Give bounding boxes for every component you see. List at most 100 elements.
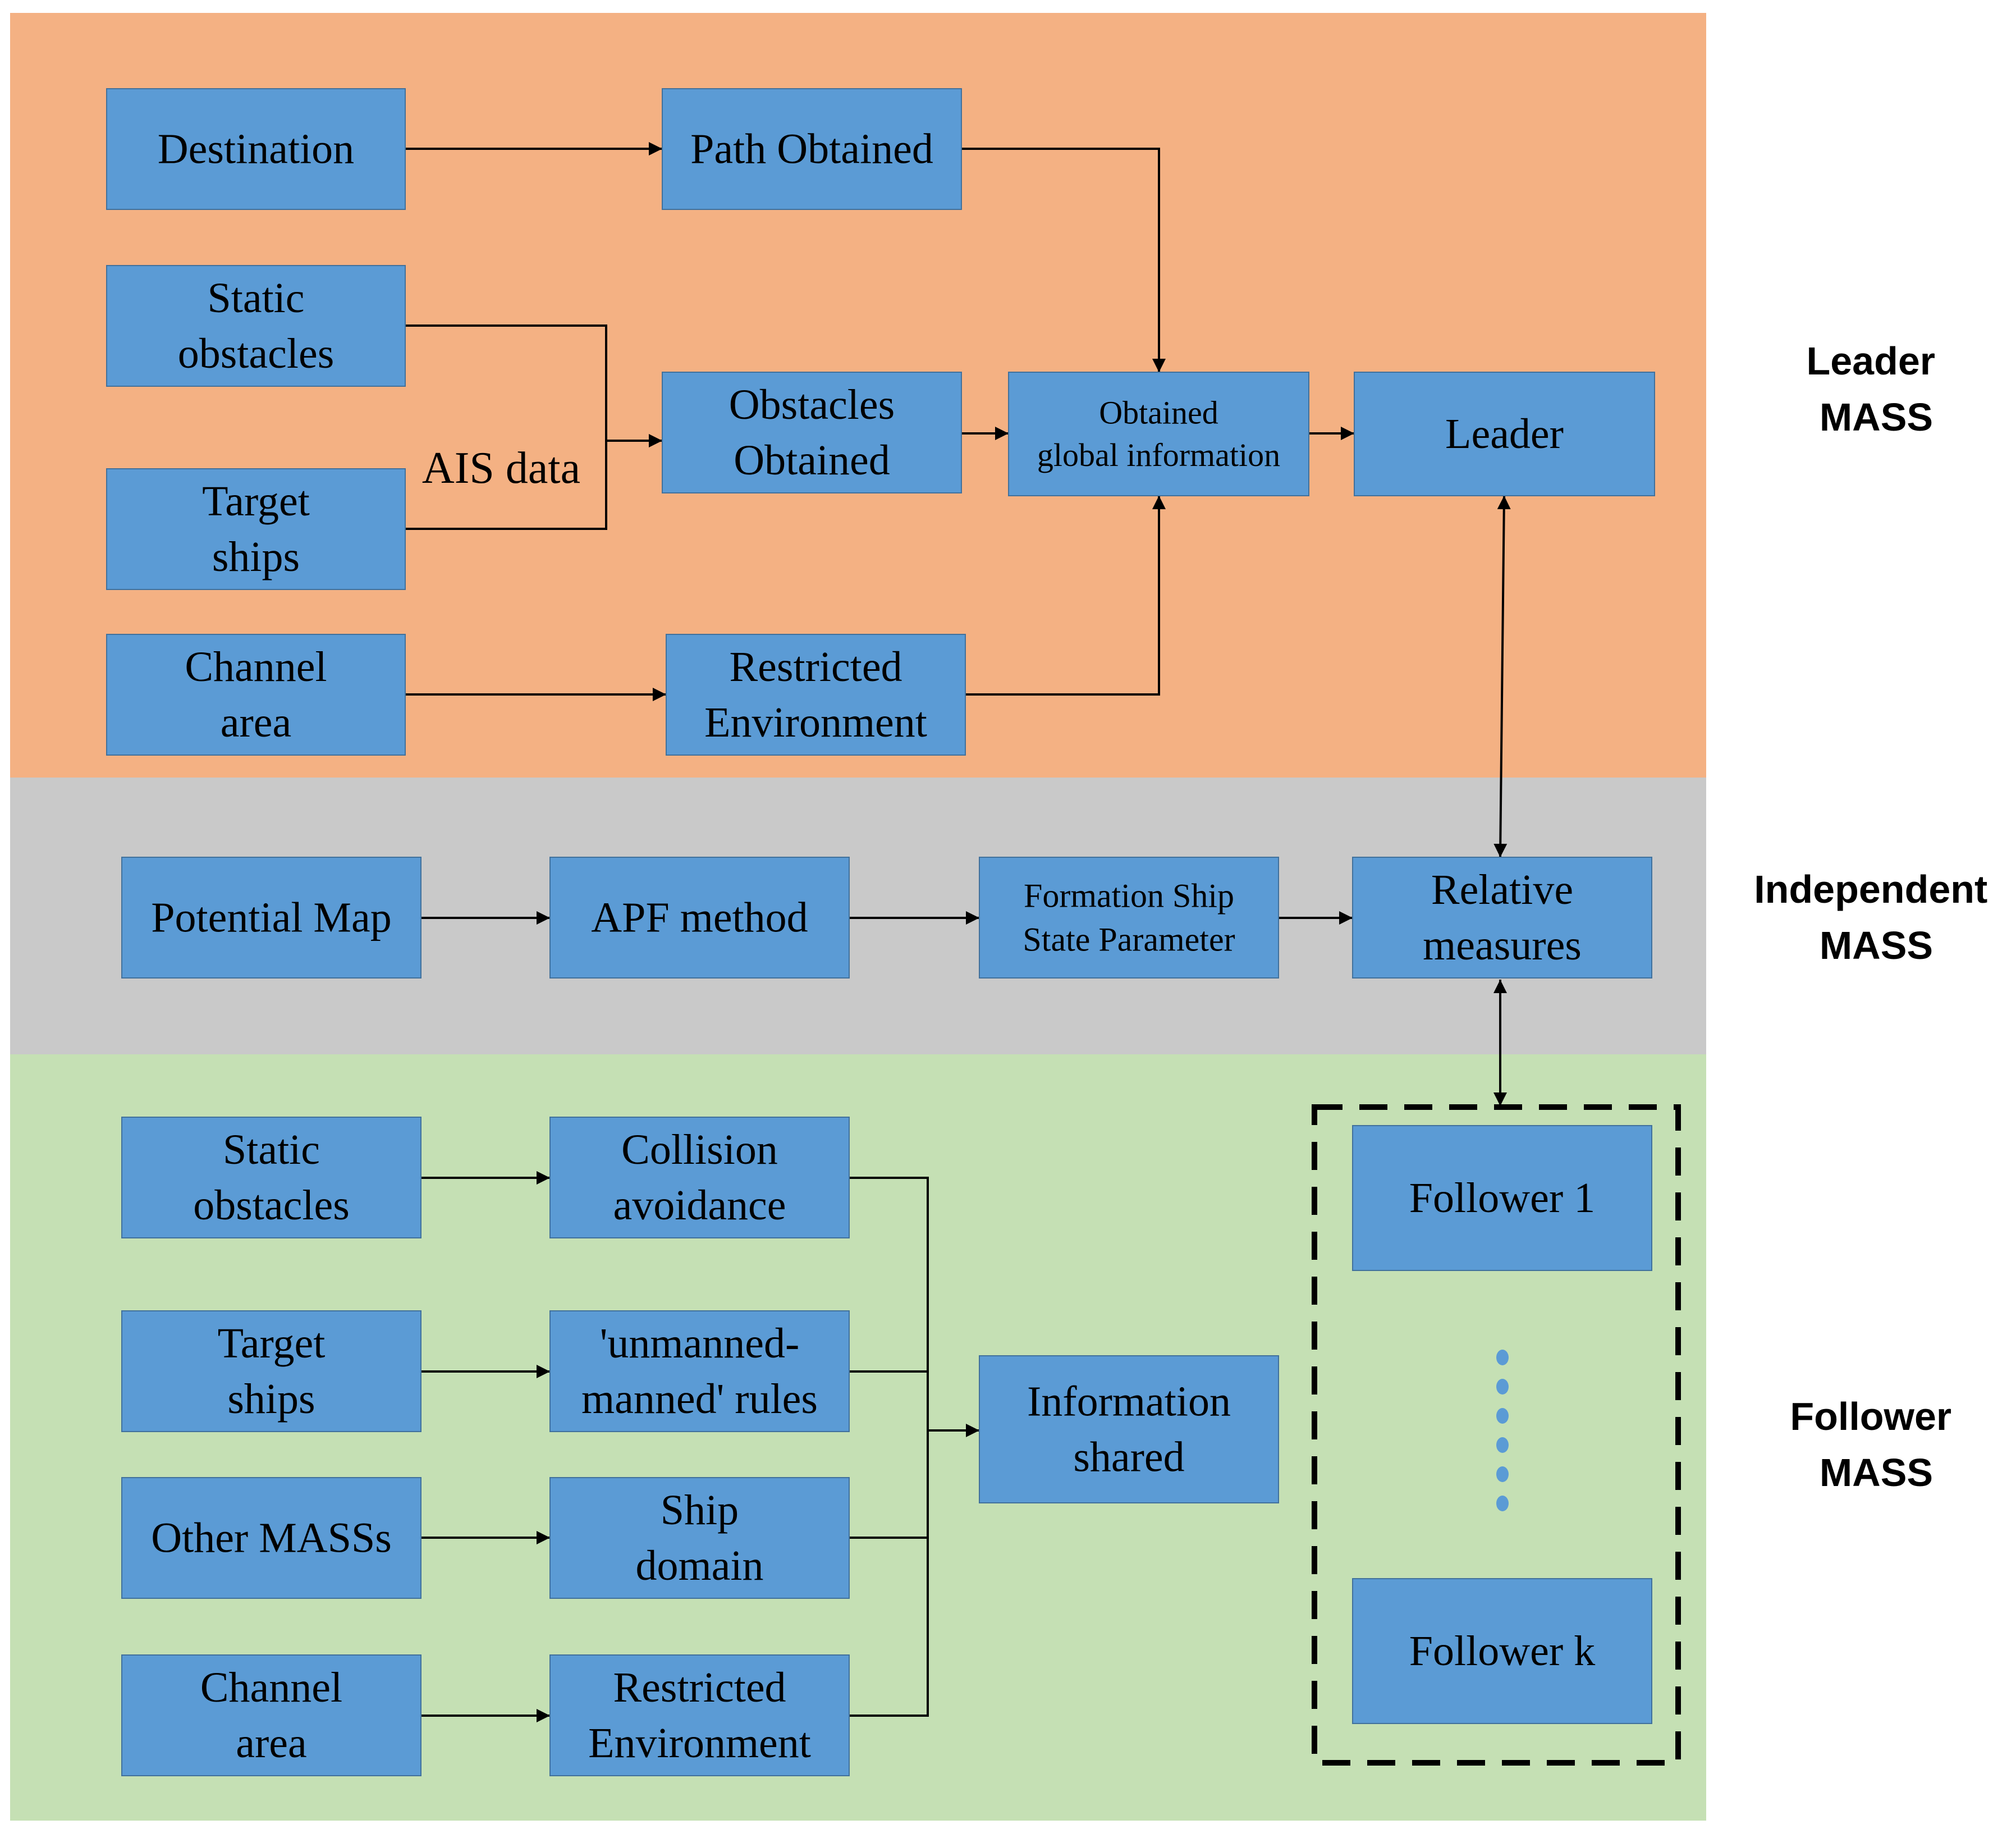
obstacles-obtained-box-shape bbox=[662, 372, 962, 493]
potential-map-box: Potential Map bbox=[121, 857, 421, 979]
static-obstacles-leader-label-line-1: Static bbox=[207, 275, 304, 322]
restricted-environment-leader-box-shape bbox=[666, 634, 966, 756]
arrow-path-to-global-info bbox=[961, 148, 1166, 372]
information-shared-label-line-1: Information bbox=[1027, 1378, 1231, 1425]
ship-domain-box: Ship domain bbox=[549, 1477, 850, 1599]
obtained-global-information-box-shape bbox=[1008, 372, 1309, 496]
channel-area-leader-box: Channel area bbox=[106, 634, 406, 756]
potential-map-label-line-1: Potential Map bbox=[151, 894, 392, 941]
formation-ship-state-parameter-label-line-1: Formation Ship bbox=[1024, 877, 1234, 914]
unmanned-manned-rules-label-line-1: 'unmanned- bbox=[600, 1320, 800, 1367]
channel-area-leader-label-line-1: Channel bbox=[185, 643, 327, 691]
path-obtained-box: Path Obtained bbox=[662, 88, 962, 210]
ais-data-label: AIS data bbox=[422, 444, 580, 493]
obstacles-obtained-label-line-2: Obtained bbox=[734, 437, 890, 484]
follower-band-label: Follower MASS bbox=[1790, 1395, 1962, 1494]
static-obstacles-follower-box: Static obstacles bbox=[121, 1117, 421, 1238]
static-obstacles-follower-label-line-1: Static bbox=[223, 1126, 320, 1173]
channel-area-follower-box-shape bbox=[121, 1654, 421, 1776]
ship-domain-box-shape bbox=[549, 1477, 850, 1599]
relative-measures-label-line-2: measures bbox=[1423, 922, 1582, 969]
collision-avoidance-label-line-2: avoidance bbox=[613, 1182, 786, 1229]
channel-area-follower-label-line-1: Channel bbox=[200, 1664, 342, 1711]
line-static-obstacles-merge bbox=[405, 324, 607, 530]
path-obtained-box-shape bbox=[662, 88, 962, 210]
target-ships-follower-box-shape bbox=[121, 1310, 421, 1432]
formation-ship-state-parameter-label-line-2: State Parameter bbox=[1023, 921, 1235, 958]
restricted-environment-leader-label-line-1: Restricted bbox=[729, 643, 902, 691]
leader-box-shape bbox=[1354, 372, 1655, 496]
static-obstacles-leader-label-line-2: obstacles bbox=[178, 330, 335, 377]
formation-ship-state-parameter-box-shape bbox=[979, 857, 1279, 979]
ellipsis-dot bbox=[1496, 1408, 1509, 1424]
destination-box: Destination bbox=[106, 88, 406, 210]
destination-label-line-1: Destination bbox=[158, 126, 354, 173]
unmanned-manned-rules-box: 'unmanned-manned' rules bbox=[549, 1310, 850, 1432]
target-ships-follower-label-line-1: Target bbox=[218, 1320, 326, 1367]
channel-area-leader-label-line-2: area bbox=[221, 699, 292, 746]
restricted-environment-follower-box-shape bbox=[549, 1654, 850, 1776]
static-obstacles-follower-box-shape bbox=[121, 1117, 421, 1238]
other-masss-box: Other MASSs bbox=[121, 1477, 421, 1599]
relative-measures-box: Relative measures bbox=[1352, 857, 1652, 979]
target-ships-follower-box: Target ships bbox=[121, 1310, 421, 1432]
potential-map-box-shape bbox=[121, 857, 421, 979]
information-shared-box-shape bbox=[979, 1355, 1279, 1503]
channel-area-follower-box: Channel area bbox=[121, 1654, 421, 1776]
ellipsis-dot bbox=[1496, 1466, 1509, 1482]
ship-domain-label-line-1: Ship bbox=[661, 1487, 739, 1534]
target-ships-leader-box-shape bbox=[106, 468, 406, 590]
ellipsis-dot bbox=[1496, 1379, 1509, 1395]
obstacles-obtained-label-line-1: Obstacles bbox=[729, 381, 895, 428]
follower-group bbox=[1312, 1104, 1681, 1766]
obtained-global-information-label-line-2: global information bbox=[1037, 437, 1280, 473]
follower-k-box: Follower k bbox=[1352, 1578, 1652, 1724]
information-shared-label-line-2: shared bbox=[1073, 1433, 1184, 1480]
ellipsis-dots bbox=[1496, 1350, 1509, 1511]
ellipsis-dot bbox=[1496, 1350, 1509, 1365]
follower-k-box-shape bbox=[1352, 1578, 1652, 1724]
relative-measures-box-shape bbox=[1352, 857, 1652, 979]
leader-label-line-1: Leader bbox=[1445, 410, 1564, 458]
obtained-global-information-box: Obtained global information bbox=[1008, 372, 1309, 496]
information-shared-box: Information shared bbox=[979, 1355, 1279, 1503]
static-obstacles-follower-label-line-2: obstacles bbox=[193, 1182, 350, 1229]
target-ships-leader-box: Target ships bbox=[106, 468, 406, 590]
target-ships-leader-label-line-1: Target bbox=[202, 478, 310, 525]
leader-band-label: Leader MASS bbox=[1806, 339, 1946, 439]
restricted-environment-follower-label-line-2: Environment bbox=[588, 1720, 811, 1767]
path-obtained-label-line-1: Path Obtained bbox=[690, 126, 933, 173]
apf-method-box: APF method bbox=[549, 857, 850, 979]
follower-k-label-line-1: Follower k bbox=[1409, 1627, 1595, 1675]
arrow-restricted-to-global-info bbox=[965, 496, 1166, 696]
arrow-leader-relative-measures bbox=[1493, 495, 1511, 858]
obtained-global-information-label-line-1: Obtained bbox=[1099, 394, 1218, 431]
line-follower-bus bbox=[849, 1177, 929, 1717]
channel-area-leader-box-shape bbox=[106, 634, 406, 756]
target-ships-leader-label-line-2: ships bbox=[212, 533, 300, 580]
restricted-environment-leader-label-line-2: Environment bbox=[704, 699, 927, 746]
ellipsis-dot bbox=[1496, 1437, 1509, 1453]
leader-box: Leader bbox=[1354, 372, 1655, 496]
ship-domain-label-line-2: domain bbox=[636, 1542, 764, 1589]
follower-1-box-shape bbox=[1352, 1125, 1652, 1271]
apf-method-label-line-1: APF method bbox=[591, 894, 808, 941]
channel-area-follower-label-line-2: area bbox=[236, 1720, 307, 1767]
destination-box-shape bbox=[106, 88, 406, 210]
independent-band-label: Independent MASS bbox=[1754, 867, 1999, 967]
collision-avoidance-box-shape bbox=[549, 1117, 850, 1238]
unmanned-manned-rules-label-line-2: manned' rules bbox=[581, 1375, 818, 1423]
relative-measures-label-line-1: Relative bbox=[1431, 866, 1573, 913]
other-masss-box-shape bbox=[121, 1477, 421, 1599]
target-ships-follower-label-line-2: ships bbox=[227, 1375, 315, 1423]
follower-1-box: Follower 1 bbox=[1352, 1125, 1652, 1271]
restricted-environment-follower-label-line-1: Restricted bbox=[613, 1664, 786, 1711]
ellipsis-dot bbox=[1496, 1496, 1509, 1511]
apf-method-box-shape bbox=[549, 857, 850, 979]
